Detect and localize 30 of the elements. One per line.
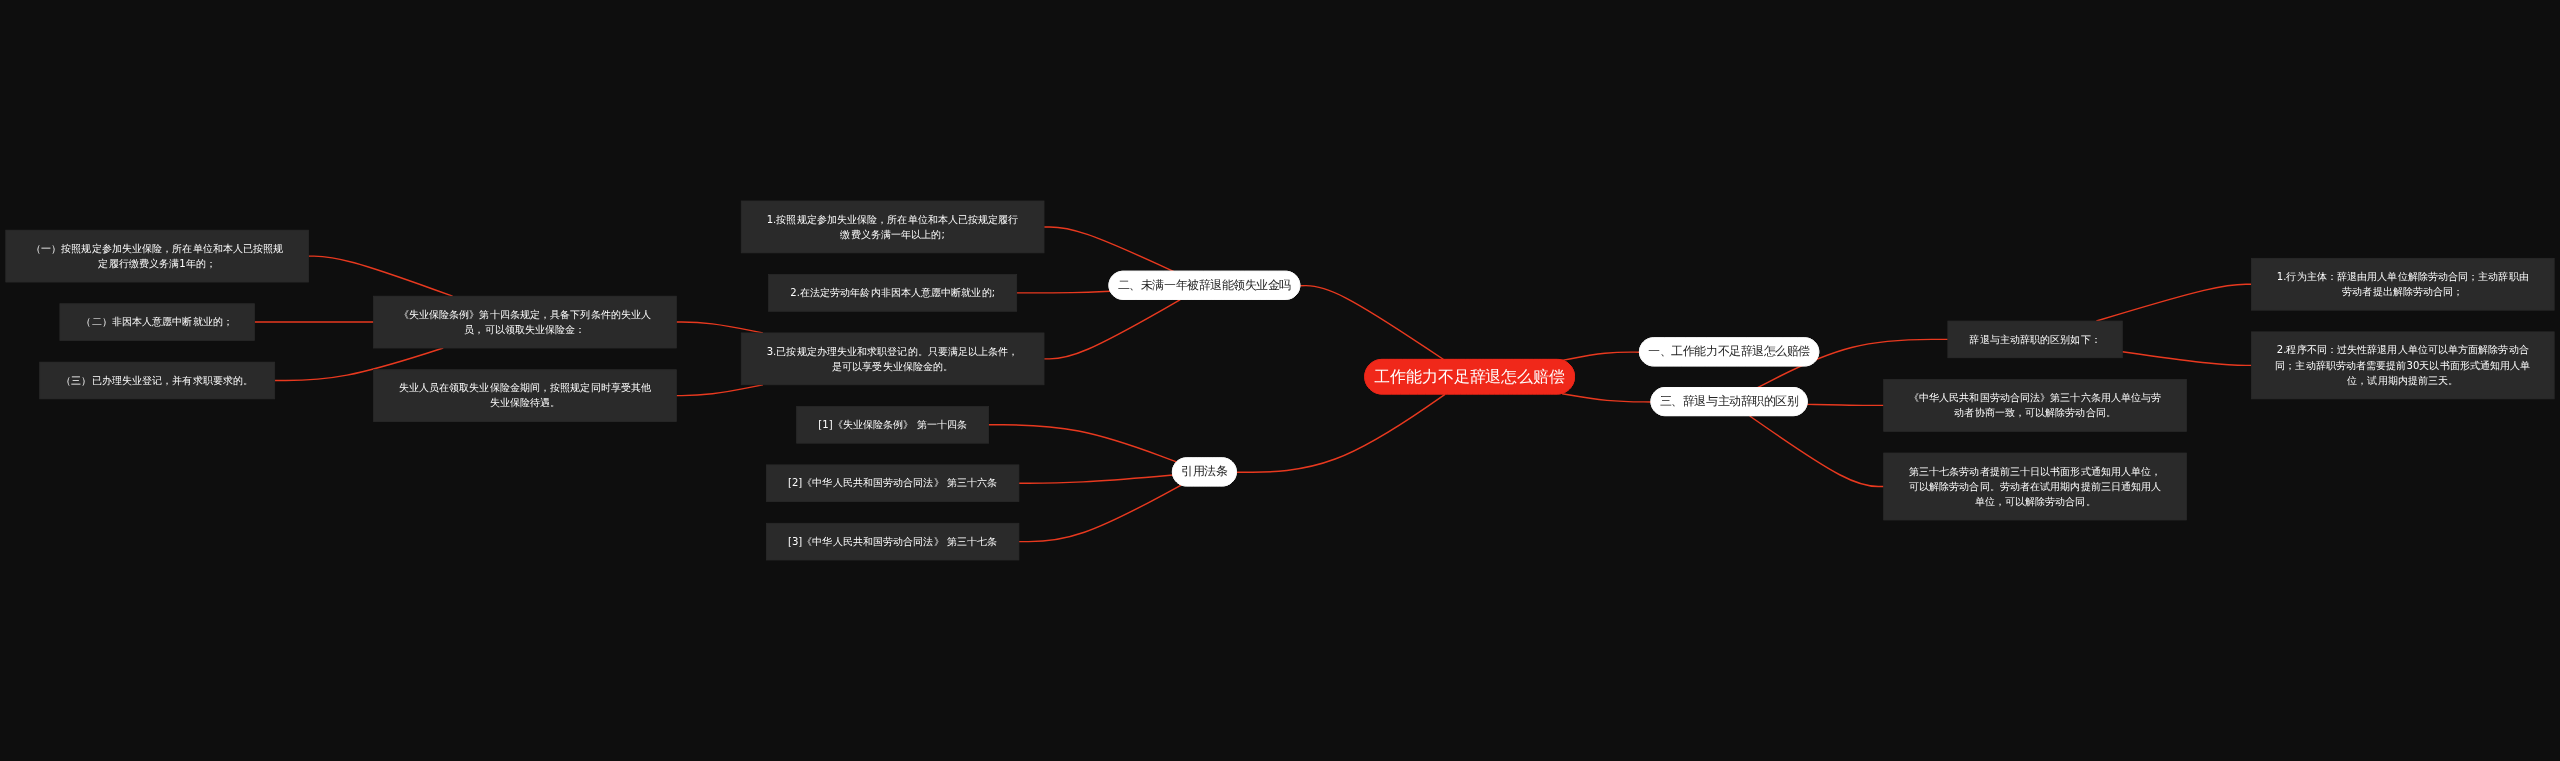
node-box: （三）已办理失业登记，并有求职要求的。 xyxy=(39,361,276,400)
connector xyxy=(1806,403,1885,407)
node-box: 2.在法定劳动年龄内非因本人意愿中断就业的; xyxy=(768,274,1018,312)
node-box: [2]《中华人民共和国劳动合同法》 第三十六条 xyxy=(766,464,1020,502)
connector xyxy=(1015,290,1112,294)
node-box: [3]《中华人民共和国劳动合同法》 第三十七条 xyxy=(766,522,1020,561)
node-box: 1.行为主体：辞退由用人单位解除劳动合同；主动辞职由劳动者提出解除劳动合同； xyxy=(2251,257,2555,311)
connector xyxy=(1018,484,1182,543)
node-box: 《中华人民共和国劳动合同法》第三十六条用人单位与劳动者协商一致，可以解除劳动合同。 xyxy=(1883,379,2187,432)
connector xyxy=(1299,284,1445,361)
node-box: 《失业保险条例》第十四条规定，具备下列条件的失业人员，可以领取失业保险金： xyxy=(373,295,677,349)
connector xyxy=(1043,299,1182,360)
node-box: 2.程序不同：过失性辞退用人单位可以单方面解除劳动合同；主动辞职劳动者需要提前30天以书面形式通知用人单位，试用期内提前三天。 xyxy=(2251,331,2555,400)
connector xyxy=(1756,338,1949,389)
connector xyxy=(1018,474,1174,484)
connector xyxy=(1748,415,1885,488)
node-box: 3.已按规定办理失业和求职登记的。只要满足以上条件，是可以享受失业保险金的。 xyxy=(740,332,1045,386)
node-box: 辞退与主动辞职的区别如下： xyxy=(1947,320,2123,359)
node-box: [1]《失业保险条例》 第一十四条 xyxy=(796,406,989,444)
node-box: 失业人员在领取失业保险金期间，按照规定同时享受其他失业保险待遇。 xyxy=(373,369,677,422)
node-box: （一）按照规定参加失业保险，所在单位和本人已按照规定履行缴费义务满1年的； xyxy=(5,229,309,283)
connector xyxy=(2121,351,2253,367)
connector xyxy=(1043,226,1175,273)
node-box: 1.按照规定参加失业保险，所在单位和本人已按规定履行缴费义务满一年以上的; xyxy=(740,200,1045,254)
connector xyxy=(253,321,375,323)
node-box: 第三十七条劳动者提前三十日以书面形式通知用人单位，可以解除劳动合同。劳动者在试用期内提前三日通知用人单位，可以解除劳动合同。 xyxy=(1883,452,2187,521)
node-box: （二）非因本人意愿中断就业的； xyxy=(59,303,255,341)
connector xyxy=(1561,351,1641,362)
connector xyxy=(1236,393,1446,473)
connector xyxy=(987,424,1178,463)
